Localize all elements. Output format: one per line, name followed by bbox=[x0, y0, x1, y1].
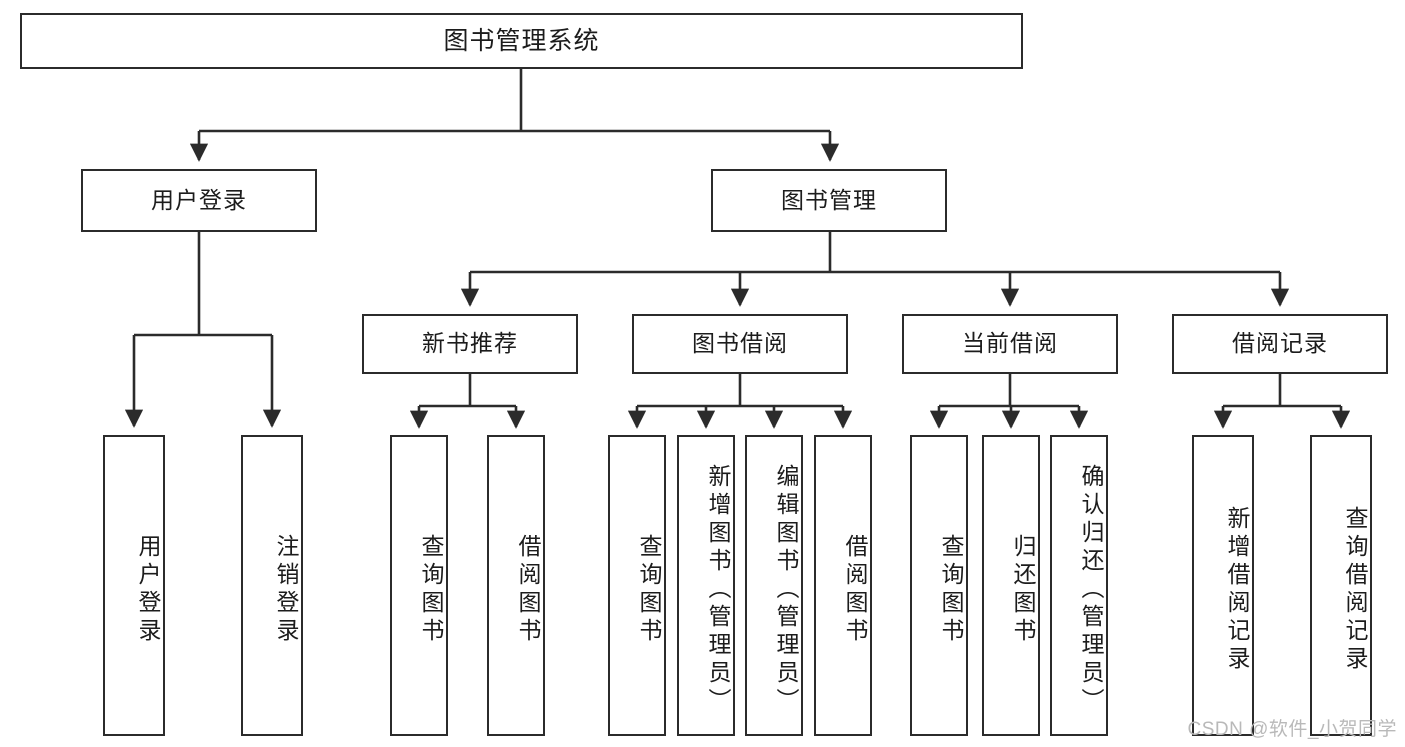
node-leaf-add-book[interactable]: 新增图书（管理员） bbox=[677, 435, 735, 736]
node-borrow-record[interactable]: 借阅记录 bbox=[1172, 314, 1388, 374]
node-leaf-borrow-book-2[interactable]: 借阅图书 bbox=[814, 435, 872, 736]
node-leaf-return-book[interactable]: 归还图书 bbox=[982, 435, 1040, 736]
node-book-management[interactable]: 图书管理 bbox=[711, 169, 947, 232]
node-leaf-query-record[interactable]: 查询借阅记录 bbox=[1310, 435, 1372, 736]
csdn-watermark: CSDN @软件_小贺同学 bbox=[1187, 719, 1397, 740]
node-leaf-query-book-1[interactable]: 查询图书 bbox=[390, 435, 448, 736]
node-leaf-query-book-3[interactable]: 查询图书 bbox=[910, 435, 968, 736]
node-book-borrow[interactable]: 图书借阅 bbox=[632, 314, 848, 374]
node-new-book-recommend[interactable]: 新书推荐 bbox=[362, 314, 578, 374]
node-leaf-query-book-2[interactable]: 查询图书 bbox=[608, 435, 666, 736]
node-book-management-system[interactable]: 图书管理系统 bbox=[20, 13, 1023, 69]
node-leaf-logout[interactable]: 注销登录 bbox=[241, 435, 303, 736]
node-leaf-user-login[interactable]: 用户登录 bbox=[103, 435, 165, 736]
node-leaf-confirm-return[interactable]: 确认归还（管理员） bbox=[1050, 435, 1108, 736]
node-leaf-edit-book[interactable]: 编辑图书（管理员） bbox=[745, 435, 803, 736]
node-leaf-borrow-book-1[interactable]: 借阅图书 bbox=[487, 435, 545, 736]
node-leaf-add-record[interactable]: 新增借阅记录 bbox=[1192, 435, 1254, 736]
node-current-borrow[interactable]: 当前借阅 bbox=[902, 314, 1118, 374]
node-user-login[interactable]: 用户登录 bbox=[81, 169, 317, 232]
